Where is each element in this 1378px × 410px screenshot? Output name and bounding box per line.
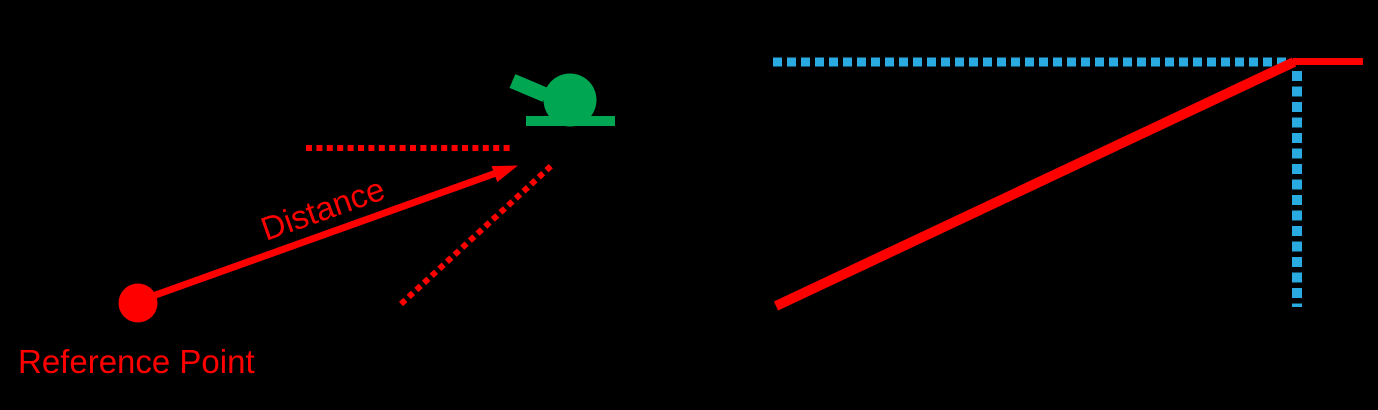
tank-dome [543, 73, 597, 127]
distance-arrow [148, 165, 518, 301]
right-panel [773, 57, 1363, 311]
distance-arrow-head [491, 165, 518, 183]
reference-point-dot [118, 283, 158, 323]
tank-base [526, 116, 615, 126]
reference-point-label: Reference Point [18, 343, 255, 380]
red-dotted-diagonal-line [398, 163, 554, 307]
left-panel: Distance Reference Point [18, 73, 615, 380]
tank-barrel [509, 74, 549, 102]
red-slant-line [773, 57, 1297, 311]
tank-icon [509, 73, 615, 127]
distance-arrow-shaft [148, 168, 501, 301]
